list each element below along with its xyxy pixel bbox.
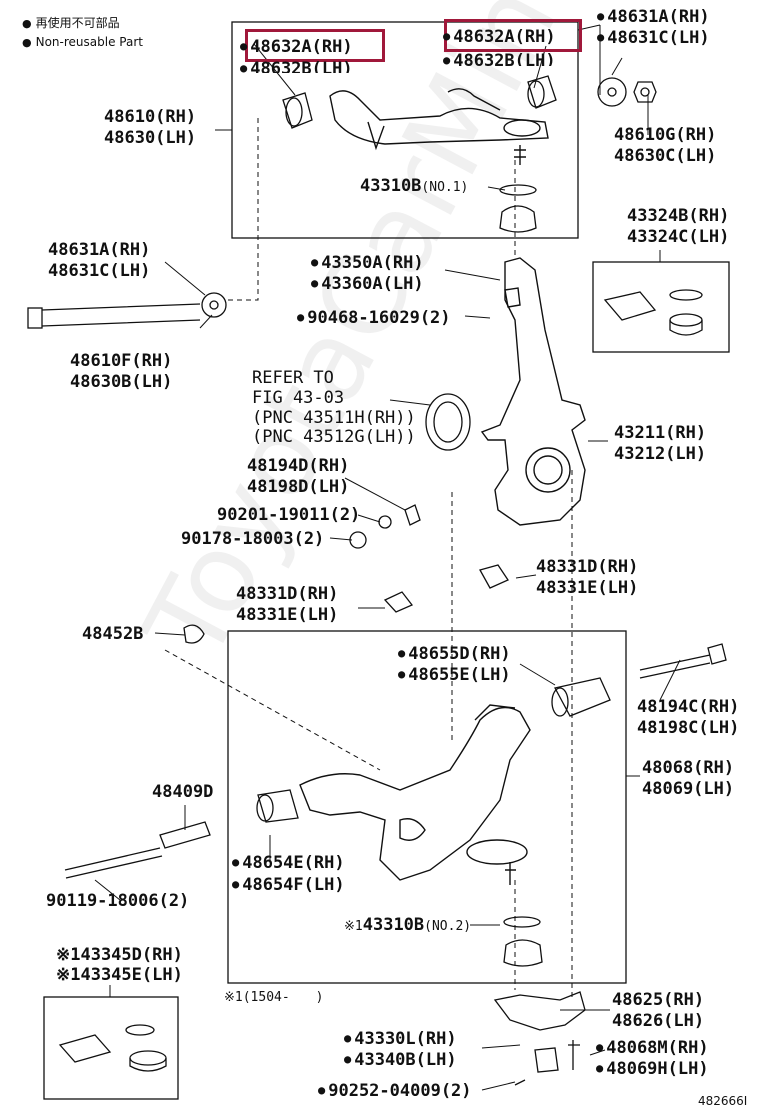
label-48331d-rh-left: 48331D(RH) bbox=[236, 584, 339, 604]
legend-english: ●Non-reusable Part bbox=[22, 35, 143, 49]
label-48610g-rh: 48610G(RH) bbox=[614, 125, 717, 145]
label-48198c-lh: 48198C(LH) bbox=[637, 718, 740, 738]
long-bolt bbox=[27, 303, 201, 329]
label-48632b-lh-right: 48632B(LH) bbox=[443, 50, 555, 66]
label-48198d-lh: 48198D(LH) bbox=[247, 477, 350, 497]
label-48452b: 48452B bbox=[82, 624, 144, 644]
boot-kit-lower-parts bbox=[58, 1024, 167, 1072]
upper-bushings bbox=[282, 75, 557, 129]
bullet-icon: ● bbox=[22, 17, 32, 30]
label-refer-line1: REFER TO bbox=[252, 368, 334, 388]
label-43324c-lh: 43324C(LH) bbox=[627, 227, 730, 247]
hub-seal bbox=[425, 393, 471, 451]
label-43345e-lh: ※143345E(LH) bbox=[56, 965, 183, 985]
label-note-1504: ※1(1504- ) bbox=[224, 990, 324, 1005]
label-48610-rh: 48610(RH) bbox=[104, 107, 197, 127]
label-43340b-lh: 43340B(LH) bbox=[344, 1049, 456, 1070]
steering-knuckle bbox=[480, 257, 586, 526]
bullet-icon: ● bbox=[22, 36, 32, 49]
lower-bracket bbox=[493, 991, 586, 1086]
label-48069h-lh: 48069H(LH) bbox=[596, 1058, 708, 1079]
label-90201-19011: 90201-19011(2) bbox=[217, 505, 361, 525]
lower-bushings bbox=[256, 677, 611, 823]
label-90119-18006: 90119-18006(2) bbox=[46, 891, 190, 911]
label-43212-lh: 43212(LH) bbox=[614, 444, 707, 464]
label-48631c-lh-mid: 48631C(LH) bbox=[48, 261, 151, 281]
dust-boot-lower bbox=[503, 916, 543, 967]
label-48632b-lh-left: 48632B(LH) bbox=[240, 58, 352, 73]
boot-kit-upper-parts bbox=[603, 289, 703, 336]
label-43360a-lh: 43360A(LH) bbox=[311, 273, 423, 294]
label-48630-lh: 48630(LH) bbox=[104, 128, 197, 148]
label-48610f-rh: 48610F(RH) bbox=[70, 351, 173, 371]
upper-control-arm bbox=[329, 88, 549, 165]
legend-japanese: ●再使用不可部品 bbox=[22, 16, 120, 30]
label-48409d: 48409D bbox=[152, 782, 214, 802]
label-48331d-rh-right: 48331D(RH) bbox=[536, 557, 639, 577]
lower-arm-group-box bbox=[227, 630, 627, 984]
label-48625-rh: 48625(RH) bbox=[612, 990, 705, 1010]
label-refer-line3: (PNC 43511H(RH)) bbox=[252, 408, 416, 428]
lower-control-arm bbox=[299, 704, 531, 885]
figure-id: 482666I bbox=[698, 1094, 748, 1108]
label-43310b-no1: 43310B(NO.1) bbox=[360, 176, 469, 196]
label-48626-lh: 48626(LH) bbox=[612, 1011, 705, 1031]
label-48655d-rh: 48655D(RH) bbox=[398, 643, 510, 664]
label-48631c-lh-top: 48631C(LH) bbox=[597, 27, 709, 48]
label-90178-18003: 90178-18003(2) bbox=[181, 529, 325, 549]
label-48654f-lh: 48654F(LH) bbox=[232, 874, 344, 895]
label-90252-04009: 90252-04009(2) bbox=[318, 1080, 471, 1101]
label-48632a-rh-right: 48632A(RH) bbox=[443, 26, 555, 47]
label-48194c-rh: 48194C(RH) bbox=[637, 697, 740, 717]
label-48655e-lh: 48655E(LH) bbox=[398, 664, 510, 685]
label-43324b-rh: 43324B(RH) bbox=[627, 206, 730, 226]
label-43330l-rh: 43330L(RH) bbox=[344, 1028, 456, 1049]
label-43211-rh: 43211(RH) bbox=[614, 423, 707, 443]
boot-kit-box-upper bbox=[592, 261, 730, 353]
label-48631a-rh-mid: 48631A(RH) bbox=[48, 240, 151, 260]
label-48194d-rh: 48194D(RH) bbox=[247, 456, 350, 476]
label-refer-line2: FIG 43-03 bbox=[252, 388, 345, 408]
lower-bolts bbox=[64, 643, 727, 879]
label-43310b-no2: ※143310B(NO.2) bbox=[344, 915, 472, 935]
label-48631a-rh-top: 48631A(RH) bbox=[597, 6, 709, 27]
dust-boot-upper bbox=[499, 184, 537, 233]
dashed-lines bbox=[164, 118, 573, 1000]
label-48630c-lh: 48630C(LH) bbox=[614, 146, 717, 166]
label-refer-line4: (PNC 43512G(LH)) bbox=[252, 427, 416, 447]
label-48654e-rh: 48654E(RH) bbox=[232, 852, 344, 873]
label-48331e-lh-left: 48331E(LH) bbox=[236, 605, 339, 625]
label-43350a-rh: 43350A(RH) bbox=[311, 252, 423, 273]
label-48630b-lh: 48630B(LH) bbox=[70, 372, 173, 392]
label-43345d-rh: ※143345D(RH) bbox=[56, 945, 183, 965]
boot-kit-box-lower bbox=[43, 996, 179, 1100]
label-48331e-lh-right: 48331E(LH) bbox=[536, 578, 639, 598]
label-48068m-rh: 48068M(RH) bbox=[596, 1037, 708, 1058]
label-90468-16029: 90468-16029(2) bbox=[297, 307, 450, 328]
cam-washers bbox=[201, 77, 657, 318]
label-48632a-rh-left: 48632A(RH) bbox=[240, 36, 352, 57]
label-48069-lh: 48069(LH) bbox=[642, 779, 735, 799]
label-48068-rh: 48068(RH) bbox=[642, 758, 735, 778]
legend: ●再使用不可部品 ●Non-reusable Part bbox=[22, 14, 143, 52]
small-hardware bbox=[183, 504, 509, 644]
